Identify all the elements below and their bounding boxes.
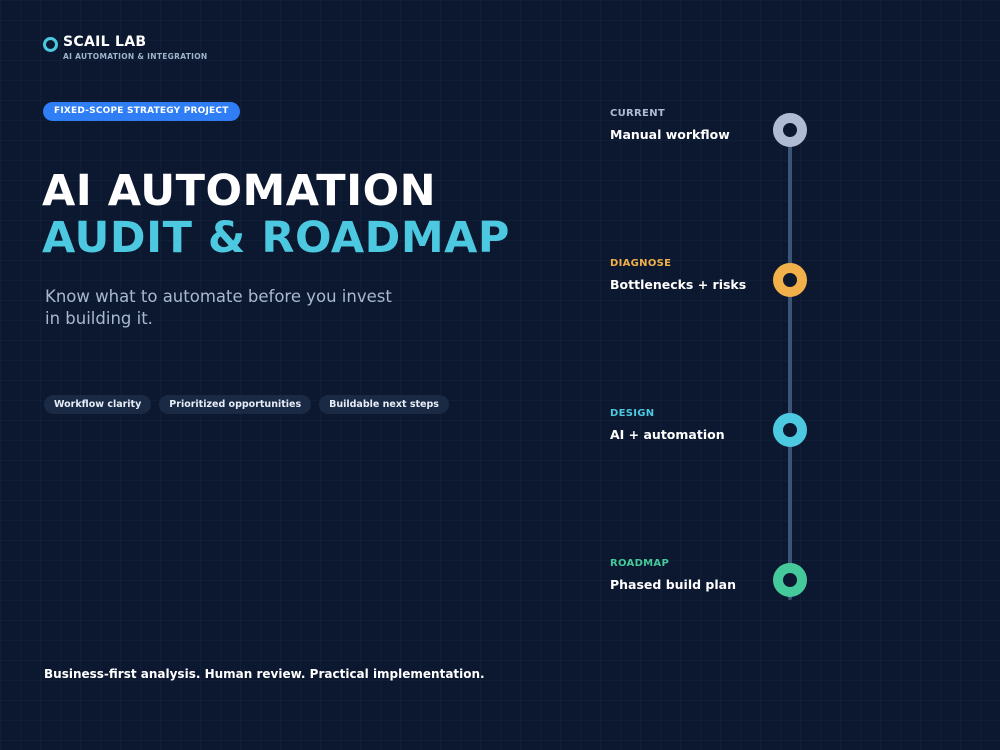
subtitle-line: in building it. xyxy=(45,309,153,328)
brand-name: SCAIL LAB xyxy=(63,34,147,50)
stage-title-roadmap: Phased build plan xyxy=(610,577,736,592)
benefit-pills: Workflow clarity Prioritized opportuniti… xyxy=(44,395,449,414)
brand-tagline: AI AUTOMATION & INTEGRATION xyxy=(63,52,208,61)
subtitle: Know what to automate before you invest … xyxy=(45,286,425,330)
subtitle-line: Know what to automate before you invest xyxy=(45,287,392,306)
stage-label-diagnose: DIAGNOSE xyxy=(610,258,672,269)
benefit-pill-workflow-clarity: Workflow clarity xyxy=(44,395,152,414)
stage-node-design xyxy=(773,413,807,447)
benefit-pill-prioritized-opportunities: Prioritized opportunities xyxy=(159,395,312,414)
stage-node-current xyxy=(773,113,807,147)
page-title: AI AUTOMATION xyxy=(42,166,437,216)
page-title-accent: AUDIT & ROADMAP xyxy=(42,213,510,263)
ring-logo-icon xyxy=(43,37,58,52)
footer-statement: Business-first analysis. Human review. P… xyxy=(44,667,485,681)
benefit-pill-buildable-next-steps: Buildable next steps xyxy=(319,395,449,414)
stage-title-diagnose: Bottlenecks + risks xyxy=(610,277,747,292)
project-type-badge: FIXED-SCOPE STRATEGY PROJECT xyxy=(43,102,240,121)
stage-title-design: AI + automation xyxy=(610,427,725,442)
stage-node-roadmap xyxy=(773,563,807,597)
stage-label-roadmap: ROADMAP xyxy=(610,558,670,569)
timeline-track xyxy=(788,130,792,600)
stage-title-current: Manual workflow xyxy=(610,127,730,142)
stage-label-design: DESIGN xyxy=(610,408,655,419)
stage-label-current: CURRENT xyxy=(610,108,665,119)
stage-node-diagnose xyxy=(773,263,807,297)
